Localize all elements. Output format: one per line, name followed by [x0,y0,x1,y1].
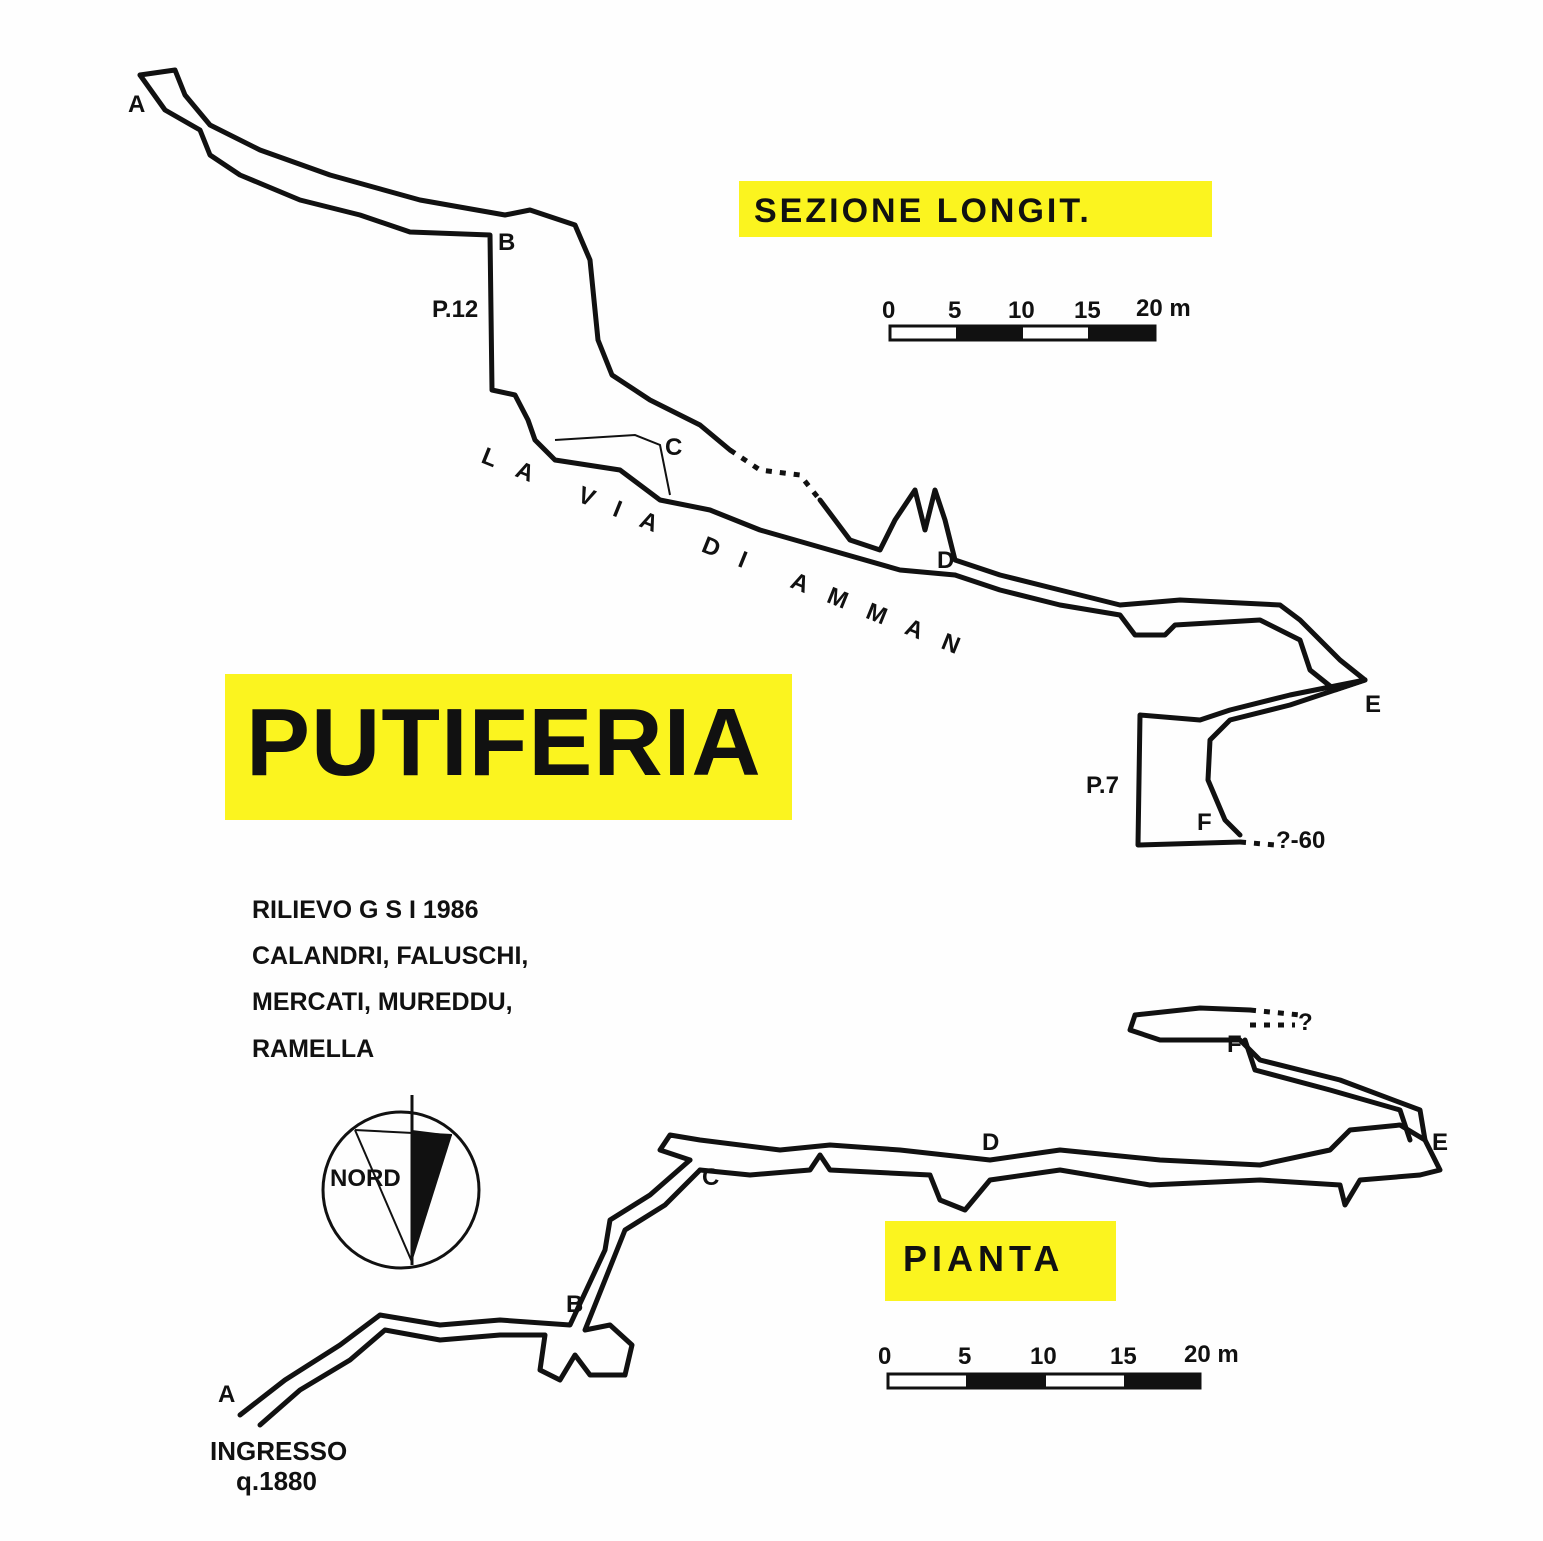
scale-tick: 10 [1030,1343,1057,1370]
unknown-mark: ? [1298,1009,1313,1036]
plan-label: PIANTA [903,1238,1065,1279]
scale-tick: 15 [1110,1343,1137,1370]
section-point-c: C [665,434,682,461]
north-label: NORD [330,1165,401,1192]
plan-point-c: C [702,1164,719,1191]
plan-point-b: B [566,1291,583,1318]
scale-tick: 15 [1074,297,1101,324]
depth-note: ?-60 [1276,827,1325,854]
plan-point-a: A [218,1381,235,1408]
section-point-f: F [1197,809,1212,836]
plan-label-highlight [885,1221,1116,1301]
scale-tick: 5 [958,1343,971,1370]
map-title: PUTIFERIA [246,689,762,796]
passage-name: LA VIA DI AMMAN [478,443,984,669]
pitch-label: P.7 [1086,772,1119,799]
plan-scale-ticks: 0 5 10 15 20 m [878,1341,1239,1370]
section-point-d: D [937,547,954,574]
credit-line: MERCATI, MUREDDU, [252,988,513,1016]
plan-point-e: E [1432,1129,1448,1156]
scale-tick: 0 [882,297,895,324]
entrance-label: INGRESSO [210,1436,348,1466]
section-outline [137,67,1368,848]
scale-tick: 20 m [1136,295,1191,322]
section-label-highlight [739,181,1212,237]
plan-point-f: F [1227,1031,1242,1058]
scale-tick: 20 m [1184,1341,1239,1368]
pitch-label: P.12 [432,296,478,323]
credit-line: CALANDRI, FALUSCHI, [252,942,529,970]
scale-tick: 0 [878,1343,891,1370]
section-point-b: B [498,229,515,256]
section-label: SEZIONE LONGIT. [754,192,1092,230]
north-arrow-icon: NORD [321,1095,481,1270]
plan-point-d: D [982,1129,999,1156]
section-scale-bar [888,324,1157,342]
section-point-a: A [128,91,145,118]
scale-tick: 10 [1008,297,1035,324]
entrance-altitude: q.1880 [236,1466,317,1496]
plan-outline [237,1005,1443,1428]
plan-scale-bar [886,1372,1202,1390]
section-scale-ticks: 0 5 10 15 20 m [882,295,1191,324]
credit-line: RILIEVO G S I 1986 [252,896,479,924]
credit-line: RAMELLA [252,1035,375,1063]
scale-tick: 5 [948,297,961,324]
section-point-e: E [1365,691,1381,718]
title-highlight [225,674,792,820]
